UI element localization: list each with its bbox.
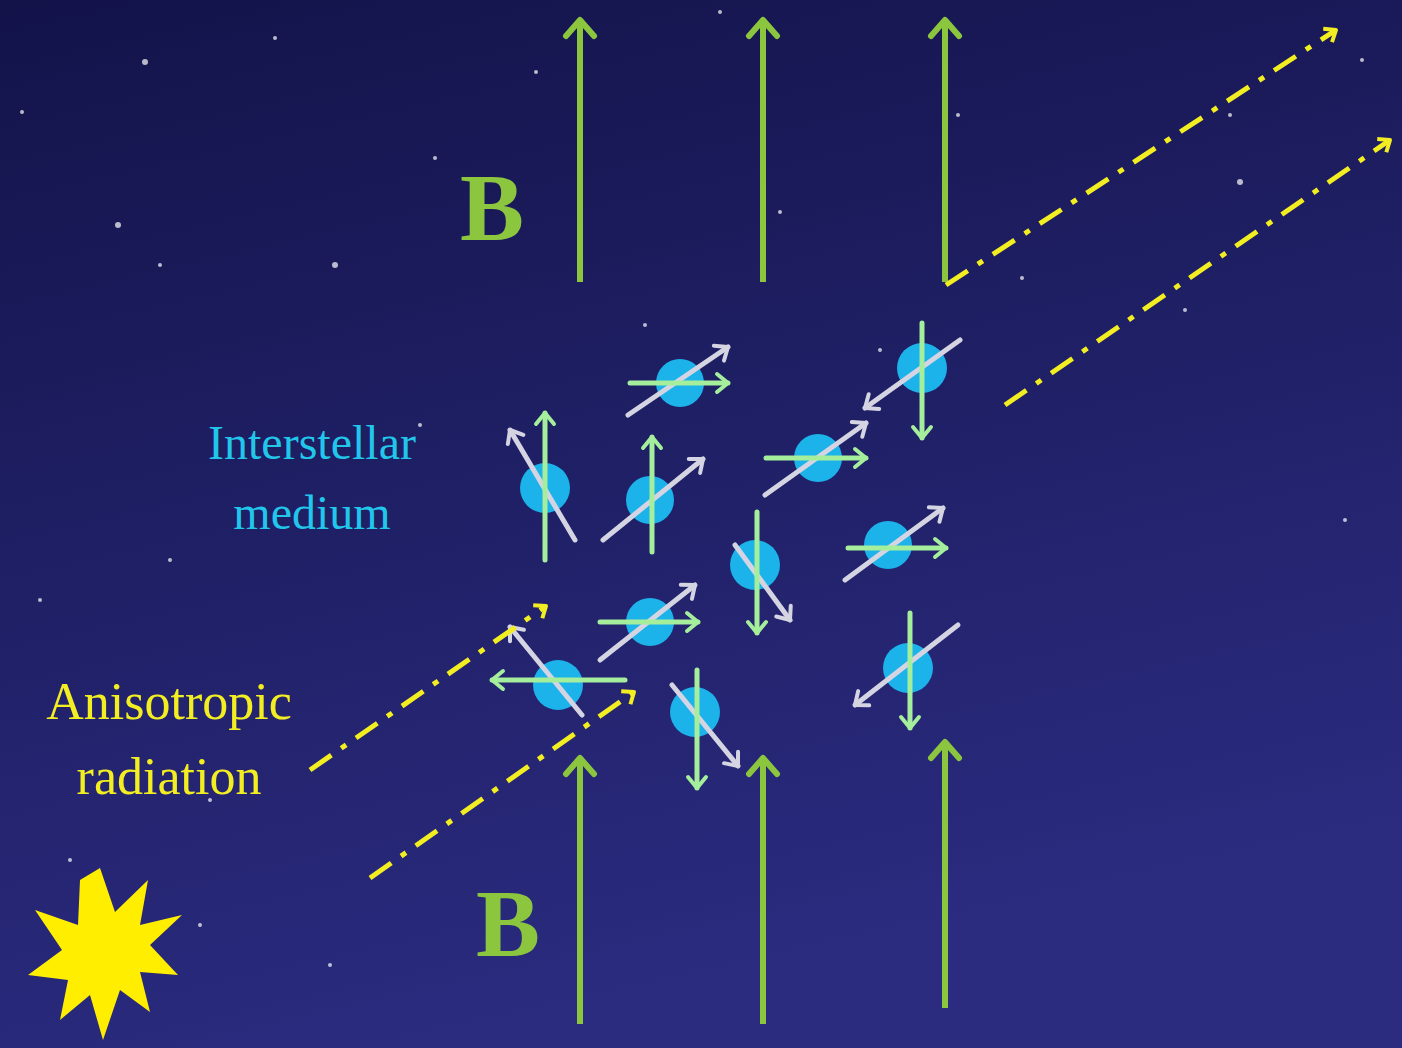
radiation-rays xyxy=(310,30,1390,878)
star xyxy=(328,963,332,967)
spin-arrow xyxy=(510,627,582,715)
spin-arrow xyxy=(865,340,960,408)
star xyxy=(142,59,148,65)
star xyxy=(1343,518,1347,522)
star xyxy=(1237,179,1243,185)
spin-arrow xyxy=(735,545,790,620)
radiation-source-star xyxy=(28,868,182,1040)
field-arrow xyxy=(577,758,583,1024)
star xyxy=(1228,113,1232,117)
star xyxy=(418,423,422,427)
spin-arrow xyxy=(845,508,943,580)
star xyxy=(433,156,437,160)
spin-arrow xyxy=(855,625,958,705)
radiation-label: Anisotropic radiation xyxy=(4,664,334,815)
spin-arrow xyxy=(920,323,925,438)
radiation-ray xyxy=(1005,140,1390,405)
star xyxy=(38,598,42,602)
spin-arrow xyxy=(628,347,728,415)
star xyxy=(68,858,72,862)
magnetic-field-lines xyxy=(580,20,945,1024)
spin-arrow xyxy=(755,512,760,633)
radiation-ray xyxy=(946,30,1336,285)
spin-arrow xyxy=(765,423,866,495)
spin-arrow xyxy=(543,413,548,560)
star xyxy=(158,263,162,267)
star xyxy=(534,70,538,74)
stars xyxy=(20,10,1364,967)
spin-arrow xyxy=(492,678,625,683)
field-arrow xyxy=(760,20,766,282)
field-arrow xyxy=(942,742,948,1008)
star xyxy=(643,323,647,327)
field-arrow xyxy=(577,20,583,282)
spin-arrow xyxy=(695,670,700,788)
star xyxy=(1183,308,1187,312)
star xyxy=(115,222,121,228)
spin-arrow xyxy=(650,437,655,552)
medium-label: Interstellar medium xyxy=(162,408,462,547)
radiation-ray xyxy=(370,692,634,878)
spin-arrow xyxy=(672,685,738,766)
green-spin-arrows xyxy=(492,323,946,788)
radiation-ray xyxy=(310,606,546,770)
star xyxy=(718,10,722,14)
star xyxy=(332,262,338,268)
star xyxy=(20,110,24,114)
field-label: B xyxy=(412,160,572,256)
spin-arrow xyxy=(766,456,866,461)
star xyxy=(168,558,172,562)
spin-arrow xyxy=(908,613,913,728)
field-label: B xyxy=(428,876,588,972)
spin-arrow xyxy=(848,546,946,551)
spin-arrow xyxy=(630,381,728,386)
star xyxy=(778,210,782,214)
star xyxy=(878,348,882,352)
spin-arrow xyxy=(600,620,698,625)
field-arrow xyxy=(760,758,766,1024)
grey-spin-arrows xyxy=(510,340,960,766)
star xyxy=(198,923,202,927)
star xyxy=(1360,58,1364,62)
star xyxy=(1020,276,1024,280)
field-arrow xyxy=(942,20,948,282)
star xyxy=(273,36,277,40)
star xyxy=(956,113,960,117)
